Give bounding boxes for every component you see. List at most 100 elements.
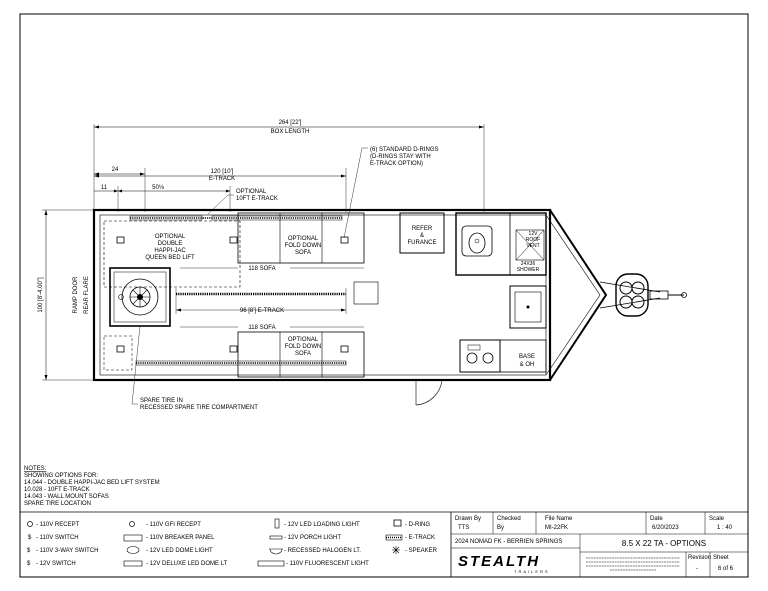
- receptacle-icon: [27, 521, 33, 527]
- middle-etrack: 96 [8'] E-TRACK: [175, 281, 379, 314]
- halogen-light-icon: [269, 548, 283, 555]
- svg-text:- SPEAKER: - SPEAKER: [405, 548, 438, 554]
- svg-text:File Name: File Name: [545, 516, 573, 522]
- svg-text:TTS: TTS: [458, 525, 469, 531]
- svg-text:- 12V LED DOME LIGHT: - 12V LED DOME LIGHT: [146, 548, 213, 554]
- svg-text:Date: Date: [650, 516, 663, 522]
- svg-text:REFER: REFER: [412, 226, 433, 232]
- svg-text:&: &: [420, 233, 424, 239]
- dim-24: 24: [94, 167, 146, 212]
- svg-text:SPARE TIRE LOCATION: SPARE TIRE LOCATION: [24, 501, 91, 507]
- svg-text:1 : 40: 1 : 40: [717, 525, 733, 531]
- gfi-receptacle-icon: [129, 521, 135, 527]
- svg-text:BASE: BASE: [519, 354, 535, 360]
- svg-text:(6) STANDARD D-RINGS: (6) STANDARD D-RINGS: [370, 147, 439, 153]
- svg-text:- 110V 3-WAY SWITCH: - 110V 3-WAY SWITCH: [36, 548, 98, 554]
- optional-10ft-etrack-callout: OPTIONAL 10FT E-TRACK: [207, 189, 278, 215]
- svg-text:& OH: & OH: [520, 362, 535, 368]
- drawing-description: 8.5 X 22 TA - OPTIONS: [622, 539, 706, 548]
- notes: NOTES: SHOWING OPTIONS FOR: 14.044 - DOU…: [24, 466, 160, 507]
- svg-text:OPTIONAL: OPTIONAL: [288, 337, 319, 343]
- svg-text:QUEEN BED LIFT: QUEEN BED LIFT: [145, 255, 195, 261]
- etrack-top-value: 120 [10']: [211, 169, 234, 175]
- three-way-switch-icon: $: [27, 548, 31, 554]
- svg-text:6 of 6: 6 of 6: [718, 566, 734, 572]
- svg-text:- 110V RECEPT: - 110V RECEPT: [36, 522, 80, 528]
- refer-furance: REFER & FURANCE: [399, 212, 445, 254]
- svg-text:SHOWER: SHOWER: [517, 267, 540, 273]
- speaker-icon: [392, 546, 400, 554]
- svg-text:MI-22FK: MI-22FK: [545, 525, 568, 531]
- etrack-top-dimension: 120 [10'] E-TRACK: [94, 168, 347, 212]
- d-ring-icon: [393, 519, 402, 527]
- svg-text:- RECESSED HALOGEN LT.: - RECESSED HALOGEN LT.: [284, 548, 361, 554]
- svg-text:FURANCE: FURANCE: [407, 240, 436, 246]
- svg-text:FOLD DOWN: FOLD DOWN: [285, 344, 322, 350]
- disclaimer-text: [586, 557, 680, 571]
- svg-text:VENT: VENT: [526, 243, 539, 249]
- porch-light-icon: [269, 535, 283, 540]
- dim-24-value: 24: [112, 167, 119, 173]
- svg-text:6/20/2023: 6/20/2023: [652, 525, 679, 531]
- svg-text:14.043 - WALL MOUNT SOFAS: 14.043 - WALL MOUNT SOFAS: [24, 494, 109, 500]
- deluxe-dome-light-icon: [123, 560, 143, 567]
- svg-text:Drawn By: Drawn By: [455, 516, 481, 522]
- svg-text:- 12V DELUXE LED DOME LT: - 12V DELUXE LED DOME LT: [146, 561, 228, 567]
- svg-text:- 12V LED LOADING LIGHT: - 12V LED LOADING LIGHT: [284, 522, 360, 528]
- svg-text:- 110V SWITCH: - 110V SWITCH: [36, 535, 79, 541]
- bottom-sofa: 118 SOFA OPTIONAL FOLD DOWN SOFA: [180, 325, 365, 378]
- loading-light-icon: [274, 518, 280, 529]
- svg-text:By: By: [497, 525, 504, 531]
- spare-tire-compartment: [109, 267, 171, 327]
- svg-text:- 12V PORCH LIGHT: - 12V PORCH LIGHT: [284, 535, 341, 541]
- svg-text:SPARE TIRE IN: SPARE TIRE IN: [140, 398, 183, 404]
- svg-text:- 110V BREAKER PANEL: - 110V BREAKER PANEL: [146, 535, 215, 541]
- switch-icon: $: [28, 535, 32, 541]
- bottom-etrack: [135, 360, 347, 366]
- svg-text:SHOWING OPTIONS FOR:: SHOWING OPTIONS FOR:: [24, 473, 98, 479]
- svg-text:E-TRACK OPTION): E-TRACK OPTION): [370, 161, 423, 167]
- sofa-bottom-dim: 118 SOFA: [248, 325, 275, 331]
- bathroom: 12V ROOF VENT 24X36 SHOWER: [455, 212, 547, 276]
- svg-text:Scale: Scale: [709, 516, 725, 522]
- trailer-tongue: [599, 273, 687, 317]
- symbol-legend: - 110V RECEPT $ - 110V SWITCH $ - 110V 3…: [27, 518, 438, 567]
- svg-text:- 110V GFI RECEPT: - 110V GFI RECEPT: [146, 522, 201, 528]
- etrack-top-label: E-TRACK: [209, 176, 235, 182]
- box-length-value: 264 [22']: [279, 120, 302, 126]
- svg-text:14.044 - DOUBLE HAPPI-JAC BED: 14.044 - DOUBLE HAPPI-JAC BED LIFT SYSTE…: [24, 480, 160, 486]
- ramp-door-label: RAMP DOOR: [73, 276, 79, 314]
- dim-50-value: 50⅛: [152, 185, 165, 191]
- svg-text:(D-RINGS STAY WITH: (D-RINGS STAY WITH: [370, 154, 431, 160]
- width-dimension: 100 [8'-4.00"]: [38, 209, 94, 381]
- svg-text:SOFA: SOFA: [295, 351, 311, 357]
- svg-text:24X36: 24X36: [521, 261, 536, 267]
- svg-text:Checked: Checked: [497, 516, 521, 522]
- galley: BASE & OH: [459, 285, 547, 373]
- sofa-top-dim: 118 SOFA: [248, 266, 275, 272]
- rear-flare-label: REAR FLARE: [84, 276, 90, 314]
- top-sofa: OPTIONAL FOLD DOWN SOFA 118 SOFA: [180, 212, 365, 272]
- svg-text:- D-RING: - D-RING: [405, 522, 430, 528]
- svg-text:OPTIONAL: OPTIONAL: [155, 234, 186, 240]
- dim-11-value: 11: [101, 185, 108, 191]
- top-etrack: [129, 215, 343, 221]
- svg-text:OPTIONAL: OPTIONAL: [288, 236, 319, 242]
- d-rings-callout: (6) STANDARD D-RINGS (D-RINGS STAY WITH …: [343, 147, 439, 239]
- svg-text:RECESSED SPARE TIRE COMPARTMEN: RECESSED SPARE TIRE COMPARTMENT: [140, 405, 258, 411]
- svg-text:12V: 12V: [529, 231, 539, 237]
- svg-text:SOFA: SOFA: [295, 250, 311, 256]
- stealth-logo: STEALTH: [458, 553, 540, 570]
- etrack-mid-dim: 96 [8'] E-TRACK: [240, 308, 284, 314]
- svg-text:- 12V SWITCH: - 12V SWITCH: [36, 561, 76, 567]
- svg-text:10FT E-TRACK: 10FT E-TRACK: [236, 196, 278, 202]
- svg-text:Sheet: Sheet: [713, 555, 729, 561]
- svg-text:- E-TRACK: - E-TRACK: [405, 535, 435, 541]
- spare-tire-callout: SPARE TIRE IN RECESSED SPARE TIRE COMPAR…: [131, 325, 258, 411]
- led-dome-light-icon: [126, 546, 140, 554]
- dim-11-50: 11 50⅛: [94, 185, 231, 212]
- svg-text:-: -: [696, 566, 698, 572]
- d-rings: [116, 236, 349, 353]
- twelve-volt-switch-icon: $: [27, 561, 31, 567]
- fluorescent-light-icon: [257, 560, 285, 567]
